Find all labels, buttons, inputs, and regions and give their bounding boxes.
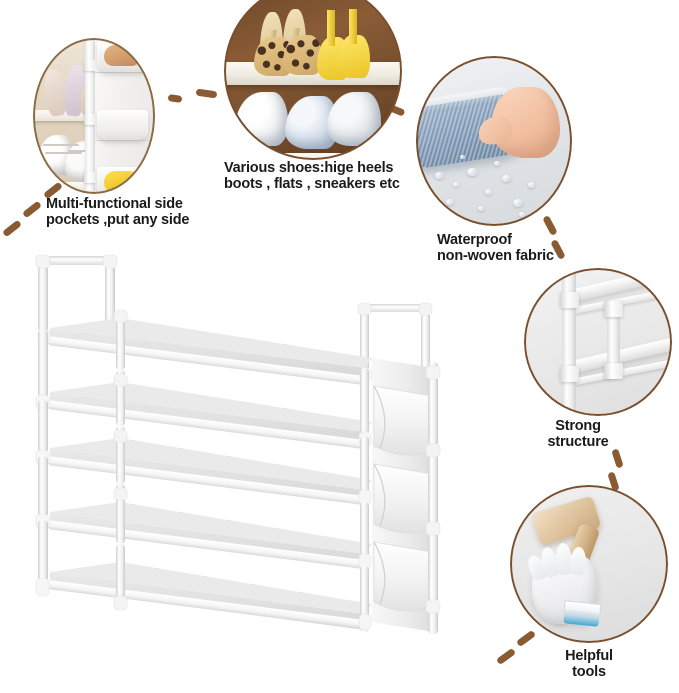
callout-label-side-pockets: Multi-functional side pockets ,put any s… [46,196,190,229]
callout-label-waterproof-fabric: Waterproof non-woven fabric [437,232,554,265]
side-pocket-panel [95,38,155,194]
water-droplet [459,154,465,159]
shoe-lace [42,144,80,147]
water-droplet [518,212,525,218]
rack-joint [603,362,624,379]
dash-segment [21,200,43,219]
rack-left-handle [35,254,118,332]
water-droplet [484,188,492,195]
panel-seam [95,71,155,73]
dash-segment [167,94,183,103]
callout-photo-strong-structure [524,268,672,416]
side-pocket [373,541,433,612]
rack-joint [603,300,624,317]
shelf-board [224,152,402,160]
callout-photo-side-pockets [33,38,155,194]
callout-label-various-shoes: Various shoes:hige heels boots , flats ,… [224,160,400,193]
rack-upright-pole [606,306,621,378]
photo-content [224,0,402,160]
heel-stem [348,8,357,45]
dash-segment [195,88,218,99]
side-pocket [96,109,149,141]
water-droplet [434,171,444,179]
rack-joint [559,291,579,308]
dash-segment [495,647,517,666]
side-pocket [373,385,433,456]
rack-tier [37,309,373,385]
photo-content [416,56,572,226]
callout-photo-waterproof-fabric [416,56,572,226]
side-pocket [373,463,433,534]
shoe-heel-leopard [282,35,322,75]
shoe-lace [45,151,82,154]
rack-tier [35,330,372,449]
rack-joint [83,114,97,126]
callout-photo-various-shoes [224,0,402,160]
panel-seam [95,140,155,142]
callout-photo-helpful-tools [510,485,668,643]
rack-joint [559,365,579,382]
pocket-contents-shoe [103,45,140,67]
rack-tier [35,456,372,569]
callout-label-strong-structure: Strong structure [547,418,609,451]
photo-content [33,38,155,194]
heel-stem [327,10,336,47]
shoe-sneaker [327,92,381,146]
water-droplet [494,161,500,167]
rack-joint [83,59,97,71]
rack-joint [83,172,97,184]
rack-tier [35,520,372,632]
pocket-contents-slipper [103,170,140,192]
water-droplet [501,175,511,182]
water-droplet [528,181,536,188]
shoe-sneaker [234,92,289,146]
dash-segment [611,448,624,469]
dash-segment [1,219,23,238]
rack-side-pocket-panel [372,358,441,634]
water-droplet [478,205,485,211]
photo-content [524,268,672,416]
product-shoe-rack [35,254,441,634]
photo-content [510,485,668,643]
callout-label-helpful-tools: Helpful tools [565,648,613,681]
water-droplet [453,181,460,187]
water-droplet [467,168,479,177]
water-droplet [445,198,454,205]
rack-tier [35,400,372,505]
rack-upright-pole [562,268,576,416]
water-droplet [512,198,523,207]
